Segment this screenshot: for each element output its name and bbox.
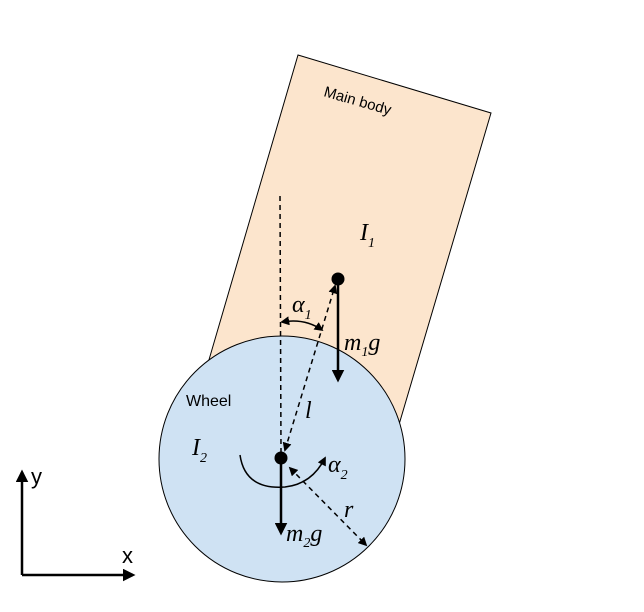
- radius-line: [288, 466, 368, 547]
- wheel-label: Wheel: [186, 393, 231, 410]
- x-axis-label: x: [122, 543, 133, 568]
- alpha1-label: α1: [292, 292, 312, 323]
- alpha2-label: α2: [328, 452, 348, 483]
- radius-label: r: [344, 497, 354, 523]
- body-weight-label: m1g: [344, 330, 380, 360]
- vertical-reference-line: [279, 195, 282, 453]
- length-label: l: [305, 398, 312, 424]
- y-axis-label: y: [31, 464, 42, 489]
- inertia-wheel-label: I2: [191, 435, 207, 466]
- wheel-center-dot: [274, 451, 288, 465]
- alpha1-arc: [280, 316, 324, 332]
- body-com-dot: [331, 272, 345, 286]
- length-line: [282, 284, 338, 452]
- inertia-body-label: I1: [359, 220, 375, 251]
- wheel-weight-label: m2g: [286, 521, 322, 551]
- alpha2-arc: [239, 454, 326, 488]
